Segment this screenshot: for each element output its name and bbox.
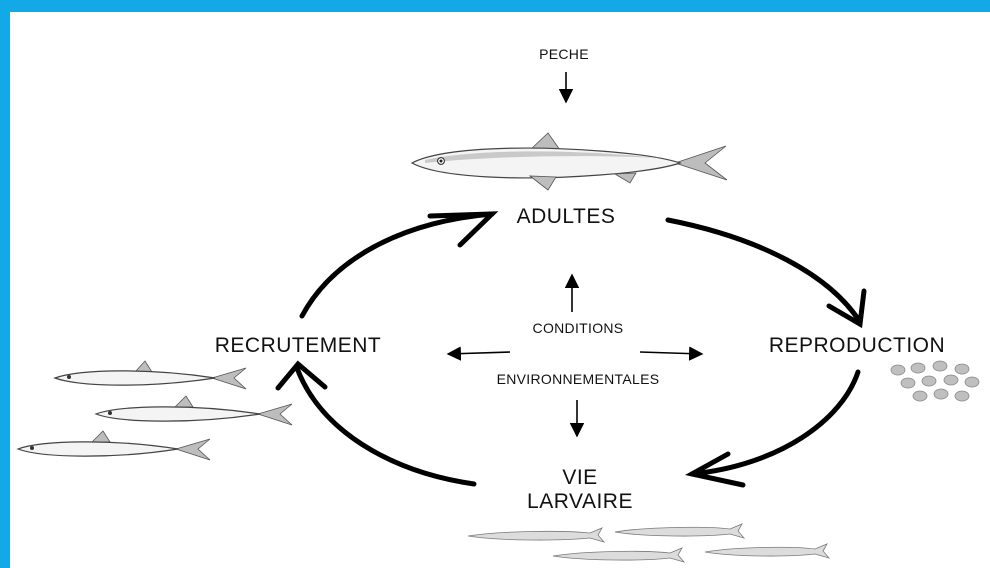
arrow-reproduction-to-vie [684,369,861,488]
eggs-icon [890,360,980,402]
reproduction-label: REPRODUCTION [769,334,945,357]
recruit-fish-icon [16,360,293,461]
vie-label: VIE [562,466,597,489]
recrutement-label: RECRUTEMENT [215,334,382,357]
larvaire-label: LARVAIRE [527,490,633,513]
arrow-to-reproduction [639,346,704,361]
peche-label: PECHE [539,46,589,62]
environnementales-label: ENVIRONNEMENTALES [497,371,660,387]
arrow-to-recrutement [446,346,511,361]
larvae-icon [467,523,831,563]
arrow-adultes-to-reproduction [665,217,867,329]
arrow-recrutement-to-adultes [299,211,499,319]
arrow-vie-to-recrutement [275,360,477,487]
adult-fish-icon [410,132,728,191]
conditions-label: CONDITIONS [533,320,624,336]
adultes-label: ADULTES [517,205,616,228]
